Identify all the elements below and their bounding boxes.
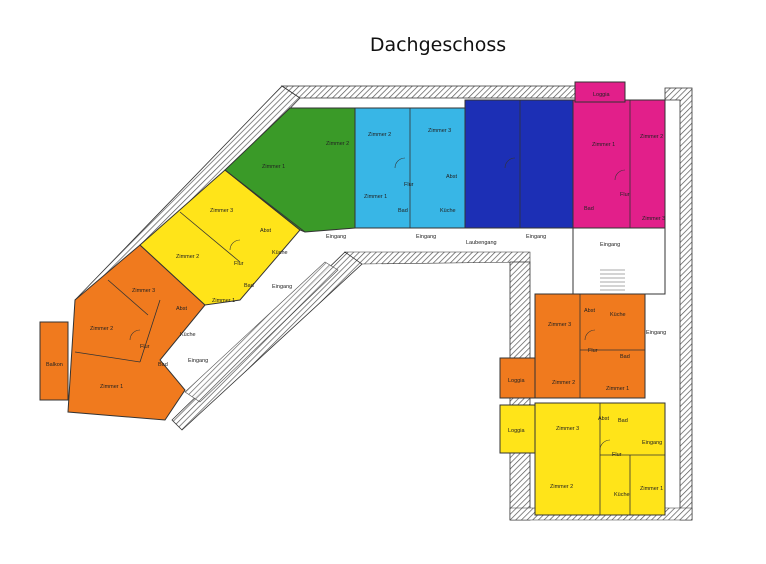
label-abst-yellow: Abst: [260, 228, 271, 234]
label-zimmer1-magenta: Zimmer 1: [592, 142, 615, 148]
roof-edge-north: [280, 85, 576, 99]
label-kueche-yellow-east: Küche: [614, 492, 630, 498]
label-abst-orange-east: Abst: [584, 308, 595, 314]
apartment-blue: [464, 99, 574, 229]
label-balkon: Balkon: [46, 362, 63, 368]
label-zimmer3-orange-east: Zimmer 3: [548, 322, 571, 328]
label-kueche-yellow: Küche: [272, 250, 288, 256]
label-eingang-3: Eingang: [326, 234, 346, 240]
stair-icon: [600, 269, 625, 291]
plan-title: Dachgeschoss: [369, 34, 507, 56]
label-zimmer1-orange-west: Zimmer 1: [100, 384, 123, 390]
label-zimmer1-orange-east: Zimmer 1: [606, 386, 629, 392]
balkon-west: [39, 321, 69, 401]
label-zimmer2-yellow: Zimmer 2: [176, 254, 199, 260]
label-zimmer1-yellow-east: Zimmer 1: [640, 486, 663, 492]
door-arcs: [129, 157, 626, 451]
label-zimmer2-orange-east: Zimmer 2: [552, 380, 575, 386]
label-kueche-orange-east: Küche: [610, 312, 626, 318]
loggia-magenta: [574, 81, 626, 103]
label-zimmer3-orange-west: Zimmer 3: [132, 288, 155, 294]
roof-edge-northeast: [664, 87, 693, 521]
label-bad-yellow-east: Bad: [618, 418, 628, 424]
label-bad-orange-east: Bad: [620, 354, 630, 360]
apartment-orange-east: [534, 293, 646, 399]
label-zimmer2-green: Zimmer 2: [326, 141, 349, 147]
loggia-orange-east: [499, 357, 536, 399]
label-zimmer3-cyan: Zimmer 3: [428, 128, 451, 134]
label-loggia-orange-east: Loggia: [508, 378, 525, 384]
loggia-yellow-east: [499, 404, 536, 454]
label-eingang-8: Eingang: [642, 440, 662, 446]
label-eingang-7: Eingang: [646, 330, 666, 336]
label-bad-cyan: Bad: [398, 208, 408, 214]
label-zimmer1-cyan: Zimmer 1: [364, 194, 387, 200]
label-zimmer3-magenta: Zimmer 3: [642, 216, 665, 222]
roof-edge-inner-diagonal-2: [184, 261, 339, 403]
label-flur-orange-west: Flur: [140, 344, 150, 350]
label-zimmer2-cyan: Zimmer 2: [368, 132, 391, 138]
label-zimmer2-yellow-east: Zimmer 2: [550, 484, 573, 490]
label-eingang-1: Eingang: [188, 358, 208, 364]
label-flur-yellow-east: Flur: [612, 452, 622, 458]
label-bad-magenta: Bad: [584, 206, 594, 212]
label-flur-cyan: Flur: [404, 182, 414, 188]
label-zimmer1-green: Zimmer 1: [262, 164, 285, 170]
roof-edge-inner-horizontal: [344, 251, 531, 265]
label-loggia-magenta: Loggia: [593, 92, 610, 98]
label-kueche-orange-west: Küche: [180, 332, 196, 338]
label-zimmer3-yellow: Zimmer 3: [210, 208, 233, 214]
label-kueche-cyan: Küche: [440, 208, 456, 214]
label-eingang-4: Eingang: [416, 234, 436, 240]
label-zimmer3-yellow-east: Zimmer 3: [556, 426, 579, 432]
interior-walls: [74, 100, 665, 515]
label-eingang-2: Eingang: [272, 284, 292, 290]
label-zimmer2-orange-west: Zimmer 2: [90, 326, 113, 332]
label-flur-yellow: Flur: [234, 261, 244, 267]
label-bad-orange-west: Bad: [158, 362, 168, 368]
label-flur-magenta: Flur: [620, 192, 630, 198]
label-zimmer1-yellow: Zimmer 1: [212, 298, 235, 304]
label-abst-cyan: Abst: [446, 174, 457, 180]
stairwell: [572, 227, 666, 295]
label-flur-orange-east: Flur: [588, 348, 598, 354]
label-abst-yellow-east: Abst: [598, 416, 609, 422]
label-zimmer2-magenta: Zimmer 2: [640, 134, 663, 140]
apartment-yellow-diagonal: [139, 169, 301, 306]
label-eingang-5: Eingang: [526, 234, 546, 240]
label-abst-orange-west: Abst: [176, 306, 187, 312]
label-laubengang: Laubengang: [466, 240, 497, 246]
label-loggia-yellow-east: Loggia: [508, 428, 525, 434]
label-bad-yellow: Bad: [244, 283, 254, 289]
label-eingang-6: Eingang: [600, 242, 620, 248]
